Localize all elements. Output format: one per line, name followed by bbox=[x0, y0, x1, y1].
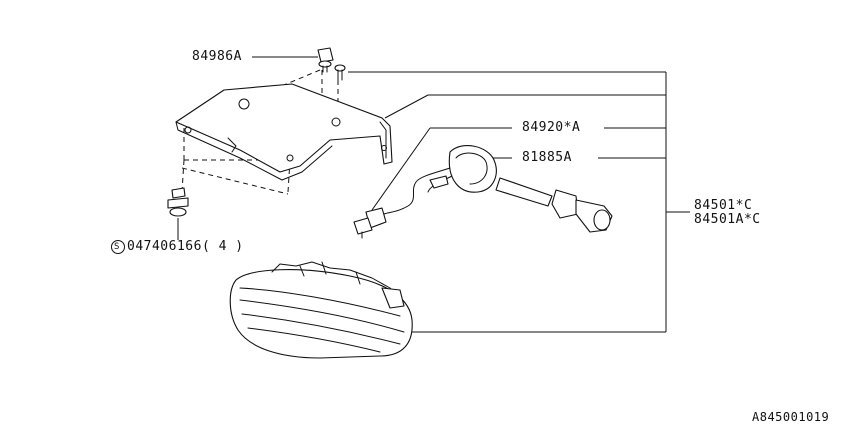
screw-symbol: S bbox=[114, 242, 120, 252]
small-screw-part bbox=[334, 64, 346, 81]
label-81885A: 81885A bbox=[522, 150, 572, 165]
label-84986A: 84986A bbox=[192, 49, 242, 64]
bracket-part bbox=[175, 83, 393, 181]
label-screw-spec: 047406166( 4 ) bbox=[127, 240, 244, 254]
lower-screw-part bbox=[167, 187, 189, 217]
fog-lamp-part bbox=[229, 261, 413, 359]
harness-part bbox=[353, 145, 613, 239]
label-84501C: 84501*C bbox=[694, 198, 753, 213]
screw-quantity: ( 4 ) bbox=[201, 239, 244, 254]
screw-spec-number: 047406166 bbox=[127, 239, 202, 254]
diagram-id: A845001019 bbox=[752, 410, 830, 424]
bracket-bolt-part bbox=[317, 47, 334, 73]
label-84501AC: 84501A*C bbox=[694, 212, 761, 227]
leader-lines bbox=[177, 56, 690, 333]
label-84920A: 84920*A bbox=[522, 120, 581, 135]
